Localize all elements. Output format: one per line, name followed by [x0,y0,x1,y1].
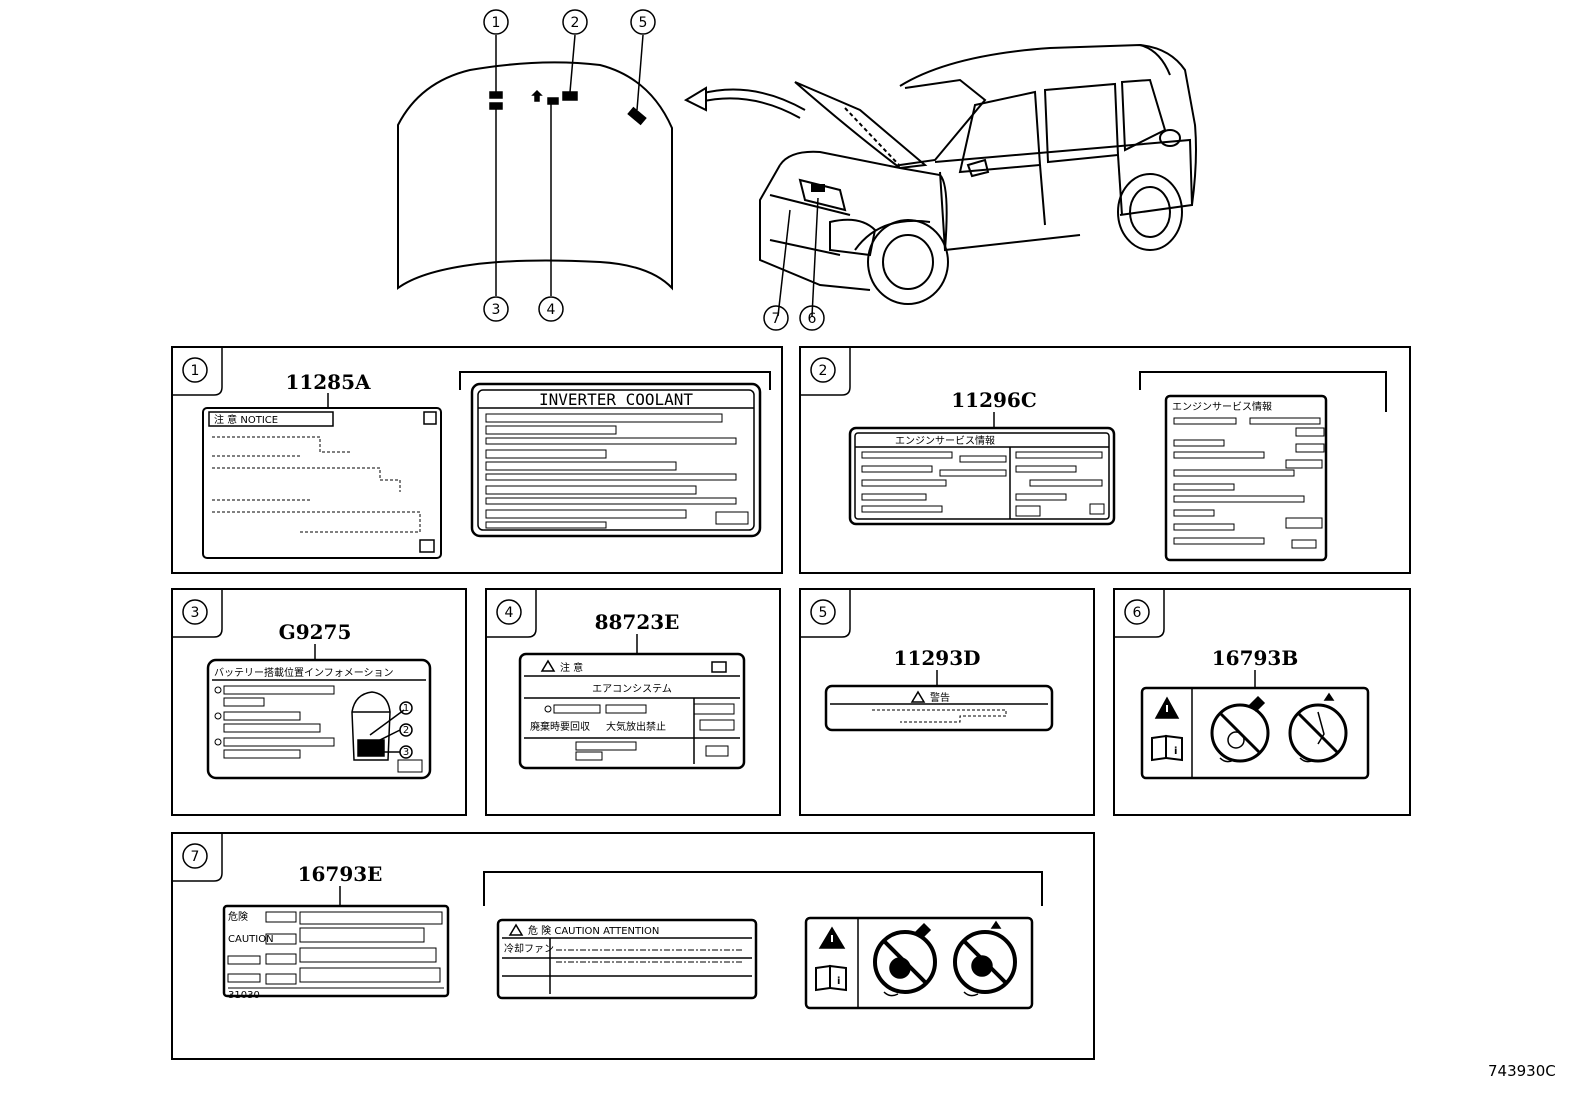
danger-header-text: 危 険 CAUTION ATTENTION [528,925,659,937]
battery-pos-2: 2 [403,725,409,736]
no-hand-belt-icon [1288,692,1348,763]
callout-1: 1 [483,9,509,35]
vehicle-illustration [759,43,1197,317]
manual-book-icon-2: i [815,964,847,992]
panel-4-badge: 4 [505,605,514,621]
callout-1-text: 1 [492,15,501,31]
hood-illustration [397,34,673,296]
engine-service-label-2-text: エンジンサービス情報 [1172,400,1272,413]
caution-small-text: CAUTION [228,934,274,945]
battery-pos-3: 3 [403,747,409,758]
svg-text:i: i [837,976,840,987]
callout-5-text: 5 [639,15,648,31]
release-text: 大気放出禁止 [606,720,666,733]
callout-4-text: 4 [547,302,556,318]
panel-3-badge: 3 [191,605,200,621]
callout-7: 7 [763,305,789,331]
danger-text: 危険 [228,911,248,923]
panel-5: 5 11293D 警告 [799,588,1095,816]
warning-triangle-icon [1154,696,1180,719]
panel-2-part-number: 11296C [951,388,1037,412]
panel-4-part-number: 88723E [595,610,680,634]
callout-6: 6 [799,305,825,331]
panel-7-part-number: 16793E [298,862,383,886]
warning-triangle-icon-2 [818,926,846,949]
ac-system-text: エアコンシステム [592,683,672,695]
panel-2-badge: 2 [819,363,828,379]
callout-2: 2 [562,9,588,35]
notice-label-text: 注 意 NOTICE [214,413,278,426]
no-hand-fan-icon [1210,695,1270,763]
panel-3-part-number: G9275 [279,620,352,644]
battery-pos-1: 1 [403,703,409,714]
panel-3: 3 G9275 バッテリー搭載位置インフォメーション 1 2 3 [171,588,467,816]
ac-caution-text: 注 意 [560,661,583,674]
panel-7: 7 16793E 危険 CAUTION 31030 危 険 CAUTI [171,832,1095,1060]
panel-1-badge: 1 [191,363,200,379]
disposal-text: 廃棄時要回収 [530,720,590,733]
code-text: 31030 [228,990,260,1001]
no-hand-belt-icon-2 [953,920,1017,997]
battery-label-text: バッテリー搭載位置インフォメーション [214,666,394,679]
panel-5-part-number: 11293D [894,646,981,670]
callout-3: 3 [483,296,509,322]
panel-1: 1 11285A 注 意 NOTICE INVERTER COOLANT [171,346,783,574]
panel-6-part-number: 16793B [1212,646,1298,670]
panel-7-badge: 7 [191,849,200,865]
hood-arrow [683,86,806,119]
no-hand-fan-icon-2 [873,922,937,997]
panel-2: 2 11296C エンジンサービス情報 エンジンサービス情報 [799,346,1411,574]
manual-book-icon: i [1151,734,1183,762]
callout-5: 5 [630,9,656,35]
callout-3-text: 3 [492,302,501,318]
panel-6: 6 16793B i [1113,588,1411,816]
inverter-coolant-text: INVERTER COOLANT [539,390,693,409]
callout-7-text: 7 [772,311,781,327]
engine-service-label-text: エンジンサービス情報 [895,434,995,447]
warning-text: 警告 [930,691,950,704]
panel-4: 4 88723E 注 意 エアコンシステム 廃棄時要回収 大気放出禁止 [485,588,781,816]
reference-number: 743930C [1488,1062,1556,1080]
callout-4: 4 [538,296,564,322]
fan-text: 冷却ファン [504,942,554,955]
panel-5-badge: 5 [819,605,828,621]
callout-2-text: 2 [571,15,580,31]
panel-1-part-number: 11285A [285,370,371,394]
svg-text:i: i [1174,746,1177,757]
callout-6-text: 6 [808,311,817,327]
panel-6-badge: 6 [1133,605,1142,621]
